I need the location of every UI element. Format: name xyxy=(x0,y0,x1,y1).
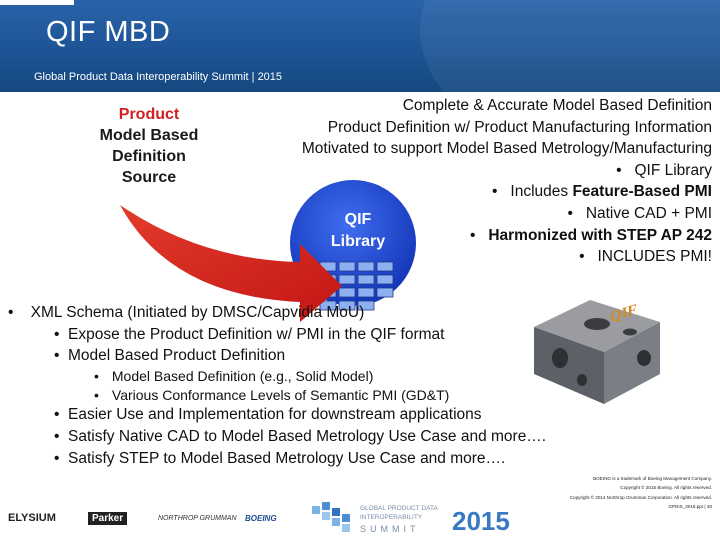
source-label-line-2: Definition xyxy=(112,148,186,165)
copyright-line: Copyright © 2014 Northrop Grumman Corpor… xyxy=(569,494,712,500)
summit-logo: GLOBAL PRODUCT DATA INTEROPERABILITY SUM… xyxy=(312,502,510,536)
bullet-item: • Various Conformance Levels of Semantic… xyxy=(94,387,450,403)
part-front-face xyxy=(534,327,604,404)
summit-line-2: INTEROPERABILITY xyxy=(360,514,423,521)
slide-title: QIF MBD xyxy=(46,16,171,48)
feature-item: • INCLUDES PMI! xyxy=(579,248,712,266)
feature-item: Complete & Accurate Model Based Definiti… xyxy=(402,97,712,114)
qif-bullets: • XML Schema (Initiated by DMSC/Capvidia… xyxy=(8,304,628,472)
boeing-logo: BOEING xyxy=(245,514,277,523)
slide-number: GPDIS_2015.ppt | 30 xyxy=(668,504,712,510)
part-side-face xyxy=(604,322,660,404)
source-label-product: Product xyxy=(118,106,180,123)
mbd-source-label: Product Model Based Definition Source xyxy=(84,104,214,204)
feature-item: • Harmonized with STEP AP 242 xyxy=(469,226,712,244)
part-bore-top xyxy=(584,318,610,330)
source-label-line-3: Source xyxy=(121,169,177,186)
elysium-logo: ELYSIUM xyxy=(8,512,56,524)
bullet-item: •Satisfy Native CAD to Model Based Metro… xyxy=(54,428,547,445)
source-label-line-1: Model Based xyxy=(99,127,199,144)
part-hole xyxy=(552,348,568,368)
part-hole xyxy=(577,374,587,386)
globe-icon xyxy=(312,502,350,532)
bullet-item: • XML Schema (Initiated by DMSC/Capvidia… xyxy=(8,304,365,321)
bullet-item: •Model Based Product Definition xyxy=(54,347,286,364)
sponsor-logos: ELYSIUM Parker NORTHROP GRUMMAN BOEING xyxy=(0,500,720,540)
part-hole xyxy=(623,328,637,336)
slide-header: QIF MBD Global Product Data Interoperabi… xyxy=(0,0,720,92)
bullet-item: •Satisfy STEP to Model Based Metrology U… xyxy=(54,450,506,467)
northrop-grumman-logo: NORTHROP GRUMMAN xyxy=(158,515,237,522)
bullet-item: •Expose the Product Definition w/ PMI in… xyxy=(54,326,445,343)
mbd-arrow xyxy=(120,205,342,322)
copyright-line: Copyright © 2015 Boeing. All rights rese… xyxy=(620,485,712,491)
library-label-line-1: QIF xyxy=(344,211,372,228)
header-accent-tab xyxy=(0,0,74,5)
feature-item: • Includes Feature-Based PMI xyxy=(492,183,712,201)
mbd-features-list: Complete & Accurate Model Based Definiti… xyxy=(212,95,712,268)
slide-subtitle: Global Product Data Interoperability Sum… xyxy=(34,71,283,83)
part-hole xyxy=(637,350,651,366)
bullet-item: •Easier Use and Implementation for downs… xyxy=(54,406,482,423)
feature-item: Motivated to support Model Based Metrolo… xyxy=(301,140,712,158)
library-label-line-2: Library xyxy=(330,233,386,250)
cad-part-image: QIF xyxy=(534,300,660,404)
bullet-item: • Model Based Definition (e.g., Solid Mo… xyxy=(94,368,374,384)
summit-line-3: SUMMIT xyxy=(360,524,420,534)
parker-logo: Parker xyxy=(88,512,128,525)
feature-item: Product Definition w/ Product Manufactur… xyxy=(327,118,712,136)
summit-year: 2015 xyxy=(452,506,510,536)
copyright-line: BOEING is a trademark of Boeing Manageme… xyxy=(593,476,712,481)
feature-item: • QIF Library xyxy=(616,161,712,179)
qif-library-label: QIF Library xyxy=(318,209,398,253)
summit-line-1: GLOBAL PRODUCT DATA xyxy=(360,505,438,512)
feature-item: • Native CAD + PMI xyxy=(567,204,712,222)
copyright-notice: BOEING is a trademark of Boeing Manageme… xyxy=(532,474,712,512)
